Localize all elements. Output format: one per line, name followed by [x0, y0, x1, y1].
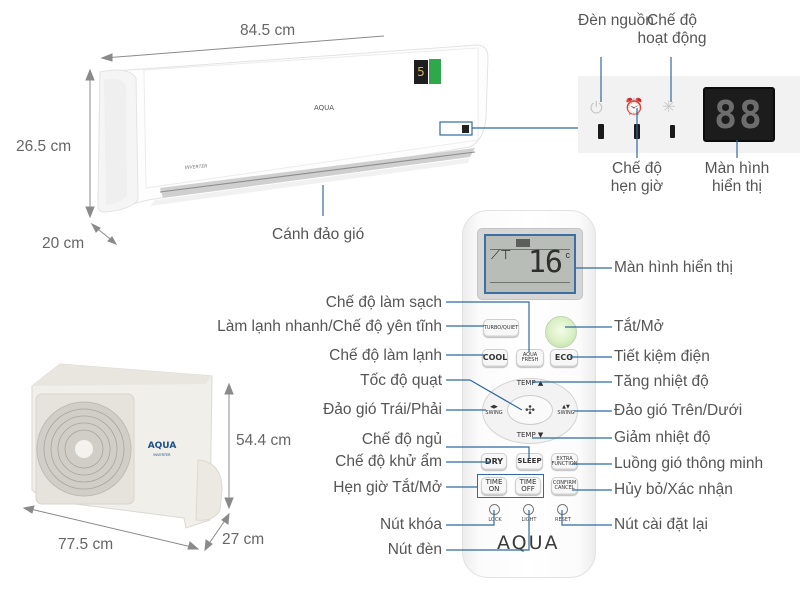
label-turbo-quiet: Làm lạnh nhanh/Chế độ yên tĩnh [217, 318, 442, 335]
remote-lcd-screen: ⟋⊤ 16 c [484, 234, 576, 294]
time-off-button[interactable]: TIME OFF [515, 477, 541, 495]
seven-segment-display: 88 [703, 87, 775, 142]
fan-speed-button[interactable]: ✣ [507, 395, 553, 425]
confirm-cancel-button[interactable]: CONFIRM CANCEL [551, 477, 578, 495]
power-light-label: Đèn nguồn [578, 12, 654, 30]
label-fan-speed: Tốc độ quạt [360, 372, 442, 389]
swing-lr-icon: ◀▶ [490, 404, 498, 410]
indoor-width-label: 84.5 cm [240, 22, 296, 39]
outdoor-brand-logo: AQUA [148, 441, 177, 451]
fan-icon: ✣ [524, 403, 536, 417]
eco-button[interactable]: ECO [550, 349, 578, 367]
label-swing-lr: Đảo gió Trái/Phải [323, 401, 442, 418]
timer-mode-label: Chế độ hẹn giờ [610, 160, 664, 195]
indoor-depth-label: 20 cm [42, 235, 85, 252]
power-indicator [598, 124, 604, 139]
label-timer: Hẹn giờ Tắt/Mở [333, 479, 442, 496]
louver-label: Cánh đảo gió [272, 226, 365, 243]
label-light: Nút đèn [387, 541, 442, 558]
outdoor-width-label: 77.5 cm [58, 536, 114, 553]
label-clean-mode: Chế độ làm sạch [325, 294, 442, 311]
svg-text:5: 5 [417, 65, 425, 79]
outdoor-height-label: 54.4 cm [236, 432, 292, 449]
swing-up-down-button[interactable]: ▲▼SWING [554, 404, 578, 416]
label-smart-airflow: Luồng gió thông minh [614, 455, 764, 472]
label-temp-down: Giảm nhiệt độ [614, 429, 711, 446]
operation-mode-label: Chế độ hoạt động [637, 12, 707, 47]
display-label: Màn hình hiển thị [704, 160, 770, 195]
lcd-fan-icon: ⟋⊤ [491, 248, 512, 263]
label-lock: Nút khóa [379, 516, 442, 533]
swing-ud-icon: ▲▼ [562, 404, 570, 410]
svg-text:INVERTER: INVERTER [153, 453, 171, 457]
svg-text:INVERTER: INVERTER [185, 163, 208, 171]
temp-down-button[interactable]: TEMP ▼ [516, 431, 544, 439]
label-confirm-cancel: Hủy bỏ/Xác nhận [614, 481, 733, 498]
timer-clock-icon: ⏰ [624, 97, 644, 116]
outdoor-depth-label: 27 cm [222, 531, 265, 548]
reset-caption: RESET [554, 517, 572, 523]
power-light-label-text: Đèn nguồn [578, 12, 654, 29]
power-light-icon: ⏻ [590, 98, 603, 117]
indoor-height-label: 26.5 cm [16, 138, 72, 155]
remote-brand-logo: AQUA [497, 532, 560, 554]
mode-indicator [670, 125, 675, 138]
label-swing-ud: Đảo gió Trên/Dưới [614, 402, 743, 419]
timer-buttons-group [477, 474, 544, 498]
lcd-mode-indicator [516, 239, 530, 247]
label-eco: Tiết kiệm điện [614, 348, 710, 365]
label-power: Tắt/Mở [614, 318, 664, 335]
indoor-brand-logo: AQUA [314, 104, 334, 112]
indoor-dimension-arrows [85, 35, 385, 245]
aqua-fresh-button[interactable]: AQUA FRESH [516, 349, 544, 367]
cool-button[interactable]: COOL [482, 349, 508, 367]
lcd-divider-bottom [490, 282, 570, 283]
label-reset: Nút cài đặt lại [614, 516, 708, 533]
extra-function-button[interactable]: EXTRA FUNCTION [551, 453, 578, 470]
lcd-unit: c [565, 250, 571, 260]
operation-mode-icon: ✳ [662, 97, 676, 116]
turbo-quiet-button[interactable]: TURBO/QUIET [483, 319, 519, 337]
lock-caption: LOCK [488, 517, 502, 523]
label-dry-mode: Chế độ khử ẩm [335, 453, 442, 470]
lcd-temperature: 16 [527, 245, 563, 280]
label-sleep-mode: Chế độ ngủ [361, 431, 442, 448]
time-on-button[interactable]: TIME ON [481, 477, 507, 495]
power-button[interactable] [545, 316, 577, 348]
lcd-divider [490, 249, 570, 250]
temp-up-button[interactable]: TEMP ▲ [516, 379, 544, 387]
swing-ud-text: SWING [557, 410, 575, 416]
swing-left-right-button[interactable]: ◀▶SWING [482, 404, 506, 416]
label-temp-up: Tăng nhiệt độ [614, 373, 709, 390]
swing-lr-text: SWING [485, 410, 503, 416]
label-display: Màn hình hiển thị [614, 259, 733, 276]
outdoor-dimension-arrows [22, 382, 234, 552]
label-cool-mode: Chế độ làm lạnh [329, 347, 442, 364]
